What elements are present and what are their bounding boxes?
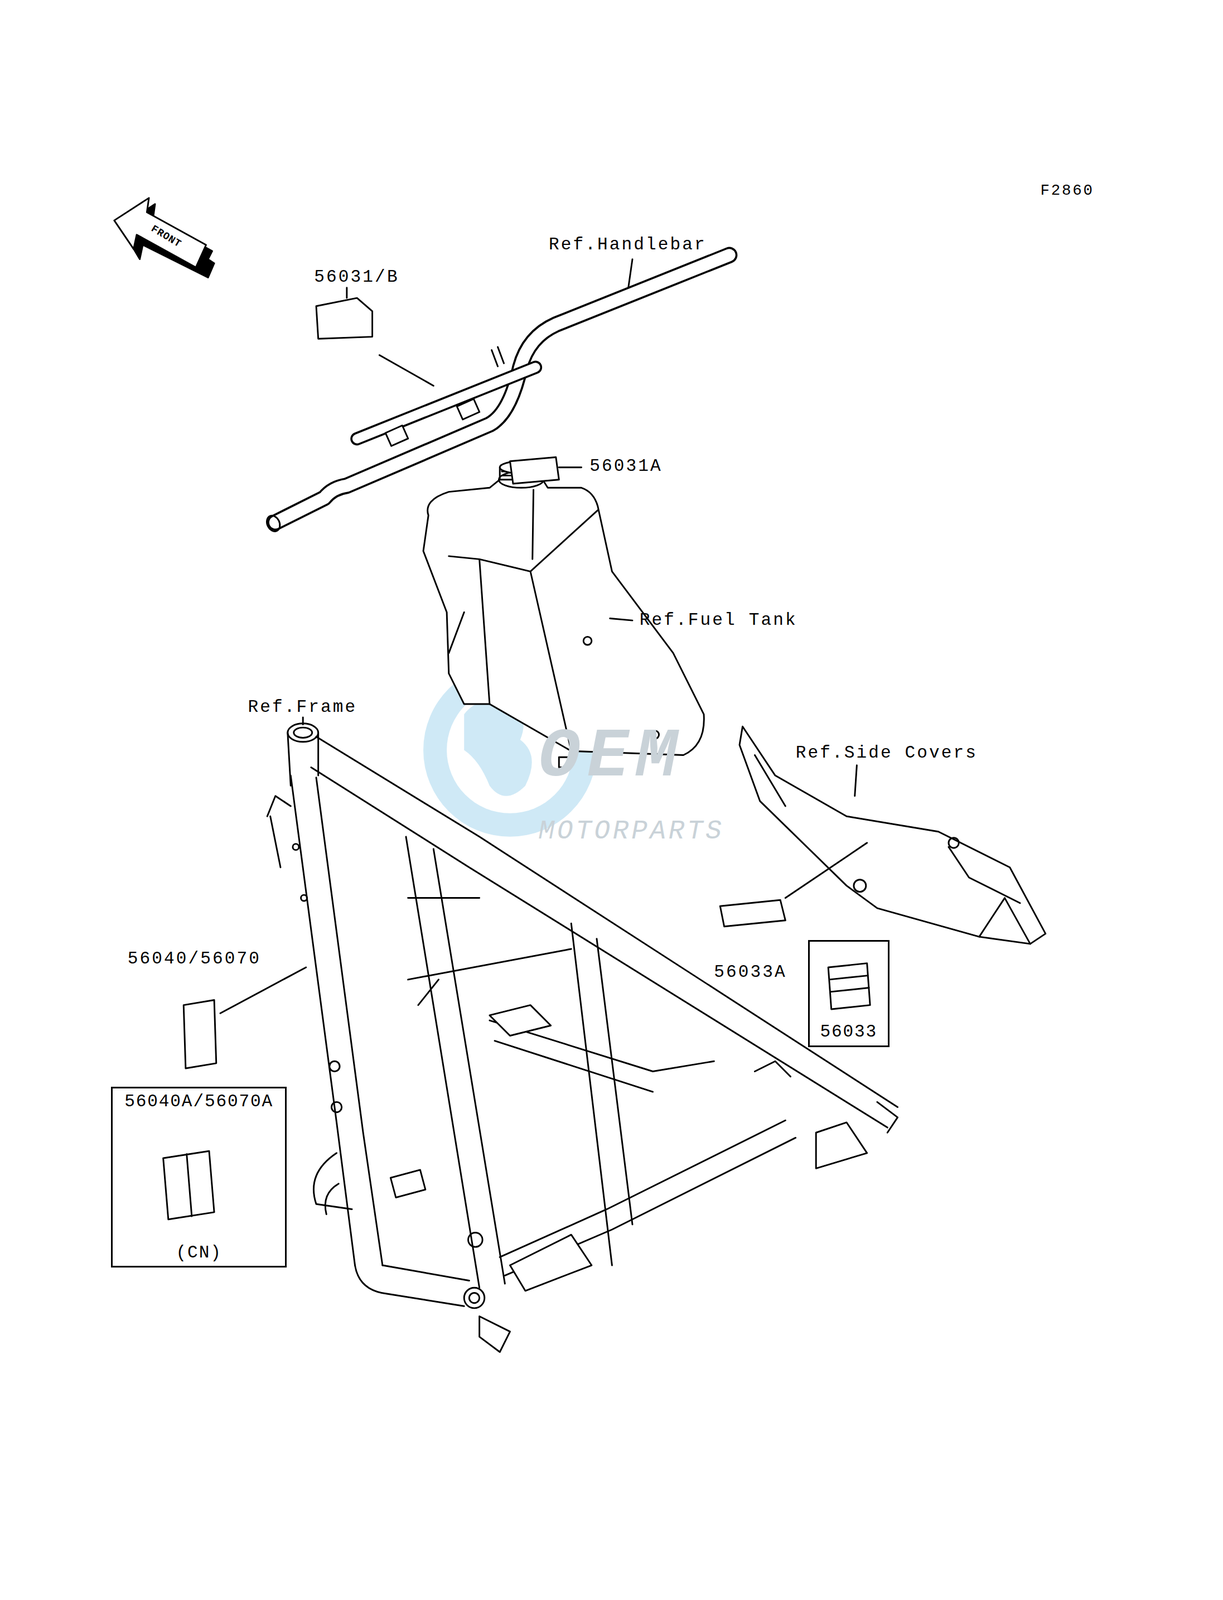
watermark-text: MOTORPARTS (538, 818, 725, 845)
part-label: 56040/56070 (127, 950, 261, 968)
label-box: 56040A/56070A (CN) (110, 1086, 287, 1268)
decal (719, 899, 786, 927)
part-label: Ref.Frame (247, 698, 357, 716)
decal (183, 999, 217, 1068)
figure-code: F2860 (1040, 182, 1095, 198)
part-number: 56033 (819, 1022, 878, 1041)
region-code: (CN) (176, 1243, 222, 1261)
decal (163, 1150, 215, 1220)
front-arrow (114, 197, 215, 278)
decal (828, 963, 870, 1009)
part-label: Ref.Side Covers (795, 743, 978, 762)
leader-line (220, 717, 307, 1013)
part-label: Ref.Fuel Tank (639, 611, 798, 629)
part-label: 56031/B (313, 268, 399, 287)
label-box: 56033 (808, 939, 890, 1047)
decal (510, 456, 560, 484)
leader-line (785, 765, 867, 898)
part-label: 56033A (713, 963, 787, 981)
part-number: 56040A/56070A (124, 1092, 274, 1110)
part-label: Ref.Handlebar (548, 235, 707, 254)
watermark-text: OEM (538, 722, 685, 792)
leader-line (532, 467, 582, 560)
decal (316, 297, 373, 339)
leader-line (346, 287, 434, 386)
part-label: 56031A (589, 457, 663, 475)
leader-line (610, 259, 633, 621)
side-cover (739, 726, 1046, 944)
